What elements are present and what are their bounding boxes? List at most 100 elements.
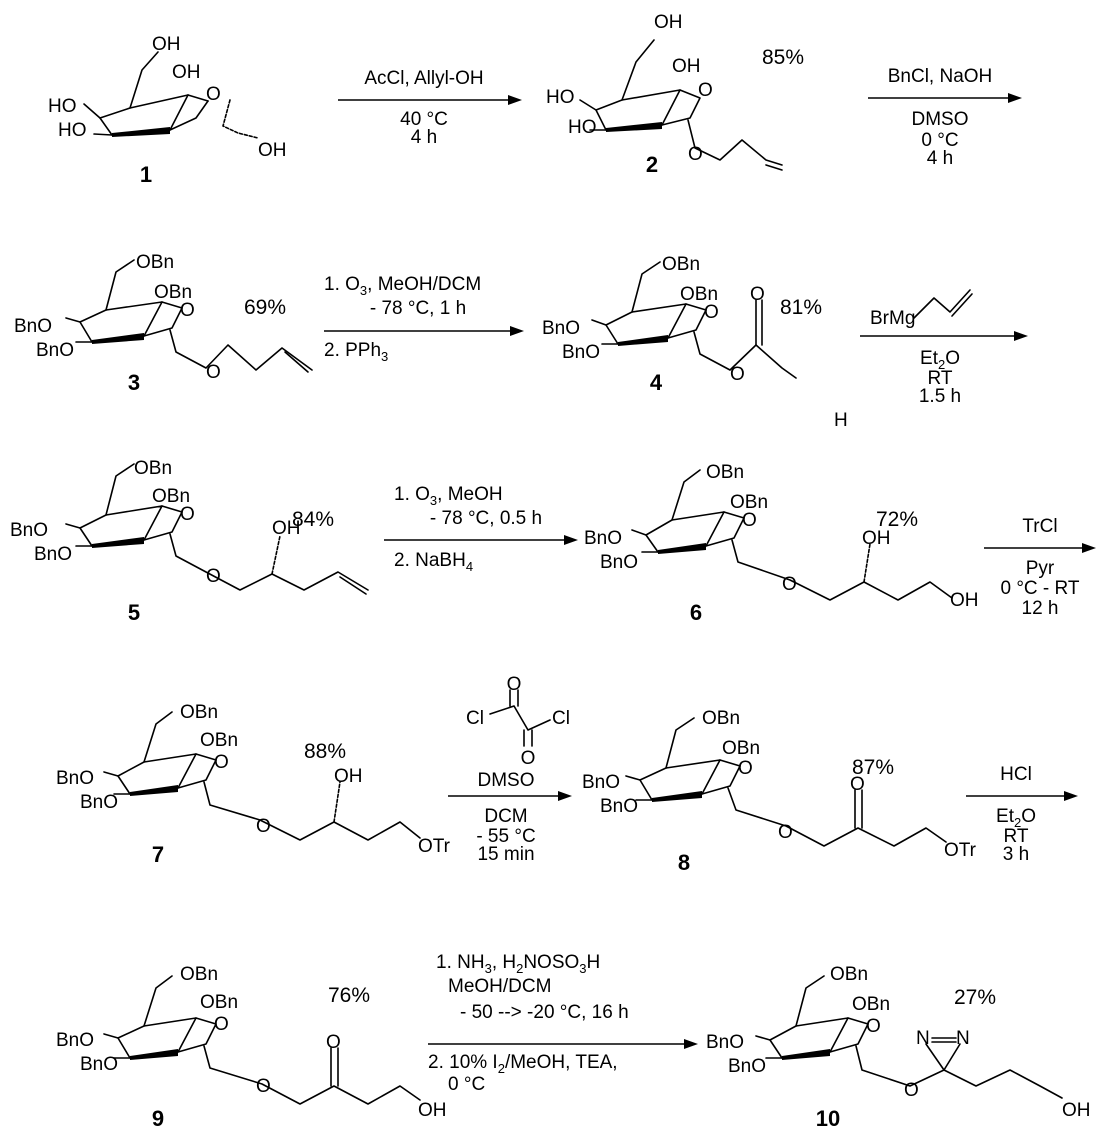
- c2-substituent: OBn: [200, 992, 238, 1013]
- glycoside-oxygen: O: [782, 574, 797, 595]
- c4-substituent: HO: [546, 87, 575, 108]
- yield: 72%: [876, 508, 918, 531]
- reaction-step-8: HCl Et2O RT 3 h: [966, 764, 1078, 865]
- terminal-group: OH: [950, 590, 979, 611]
- yield: 76%: [328, 984, 370, 1007]
- compound-3: OBn BnO BnO OBn O O 69% 3: [14, 252, 313, 395]
- compound-9: OBn BnO BnO OBn O O O OH 76% 9: [56, 964, 447, 1128]
- glycoside-oxygen: O: [206, 566, 221, 587]
- c4-substituent: BnO: [584, 528, 622, 549]
- step-4-temperature: RT: [928, 368, 953, 389]
- step-4-time: 1.5 h: [919, 386, 961, 407]
- step-1-temperature: 40 °C: [400, 109, 448, 130]
- step-7-activator: DMSO: [478, 770, 535, 791]
- step-7-solvent: DCM: [484, 806, 527, 827]
- ring-oxygen: O: [214, 1014, 229, 1035]
- compound-number: 9: [152, 1106, 164, 1128]
- step-6-temperature: 0 °C - RT: [1000, 578, 1079, 599]
- c4-substituent: BnO: [10, 520, 48, 541]
- c6-substituent: OBn: [662, 254, 700, 275]
- carbonyl-oxygen: O: [850, 774, 865, 795]
- oxalyl-chloride-structure: O O Cl Cl: [466, 674, 570, 769]
- glycoside-oxygen: O: [904, 1080, 919, 1101]
- ring-oxygen: O: [738, 758, 753, 779]
- step-2-temperature: 0 °C: [921, 130, 958, 151]
- step-8-solvent: Et2O: [996, 806, 1036, 830]
- terminal-group: OTr: [418, 836, 451, 857]
- compound-8: OBn BnO BnO OBn O O O OTr 87% 8: [582, 708, 977, 875]
- compound-number: 5: [128, 600, 140, 625]
- diazirine-nitrogen-left: N: [916, 1028, 930, 1049]
- ring-oxygen: O: [704, 302, 719, 323]
- c2-substituent: OH: [172, 62, 201, 83]
- c3-substituent: HO: [58, 120, 87, 141]
- c4-substituent: BnO: [56, 1030, 94, 1051]
- step-2-time: 4 h: [927, 148, 953, 169]
- c4-substituent: HO: [48, 96, 77, 117]
- compound-6: OBn BnO BnO OBn O O OH OH 72% 6: [584, 462, 979, 625]
- compound-2: OH HO HO OH O O 85% 2: [546, 12, 804, 177]
- c6-substituent: OBn: [706, 462, 744, 483]
- yield: 27%: [954, 986, 996, 1009]
- compound-number: 6: [690, 600, 702, 625]
- carbonyl-oxygen: O: [750, 284, 765, 305]
- yield: 87%: [852, 756, 894, 779]
- step-6-time: 12 h: [1022, 598, 1059, 619]
- compound-1: OH HO HO OH O OH 1: [48, 34, 287, 187]
- glycoside-oxygen: O: [256, 816, 271, 837]
- ring-oxygen: O: [698, 80, 713, 101]
- c6-substituent: OBn: [180, 702, 218, 723]
- anomeric-substituent: OH: [258, 140, 287, 161]
- c4-substituent: BnO: [706, 1032, 744, 1053]
- glycoside-oxygen: O: [206, 362, 221, 383]
- yield: 88%: [304, 740, 346, 763]
- c3-substituent: BnO: [728, 1056, 766, 1077]
- c3-substituent: BnO: [600, 552, 638, 573]
- step-1-reagent: AcCl, Allyl-OH: [364, 68, 483, 89]
- reaction-step-3: 1. O3, MeOH/DCM - 78 °C, 1 h 2. PPh3: [324, 274, 524, 364]
- hydroxyl: OH: [334, 766, 363, 787]
- step-9-reagent-2: 2. 10% I2/MeOH, TEA,: [428, 1052, 618, 1076]
- step-5-reagent-2: 2. NaBH4: [394, 550, 473, 574]
- step-9-solvent: MeOH/DCM: [448, 976, 551, 997]
- step-1-time: 4 h: [411, 127, 437, 148]
- c6-substituent: OBn: [180, 964, 218, 985]
- step-4-solvent: Et2O: [920, 348, 960, 372]
- yield: 84%: [292, 508, 334, 531]
- hydroxyl: OH: [272, 518, 301, 539]
- ring-oxygen: O: [180, 300, 195, 321]
- c2-substituent: OBn: [152, 486, 190, 507]
- reaction-step-6: TrCl Pyr 0 °C - RT 12 h: [984, 516, 1096, 619]
- terminal-group: OTr: [944, 840, 977, 861]
- step-8-time: 3 h: [1003, 844, 1029, 865]
- oxalyl-oxygen-bottom: O: [521, 748, 536, 769]
- reaction-step-9: 1. NH3, H2NOSO3H MeOH/DCM - 50 --> -20 °…: [428, 952, 698, 1095]
- c4-substituent: BnO: [56, 768, 94, 789]
- ring-oxygen: O: [206, 84, 221, 105]
- reaction-step-5: 1. O3, MeOH - 78 °C, 0.5 h 2. NaBH4: [384, 484, 578, 574]
- c4-substituent: BnO: [542, 318, 580, 339]
- allyl-group: [913, 289, 973, 319]
- step-5-reagent-1: 1. O3, MeOH: [394, 484, 503, 508]
- oxalyl-chlorine-right: Cl: [552, 708, 570, 729]
- c6-substituent: OBn: [134, 458, 172, 479]
- reaction-step-2: BnCl, NaOH DMSO 0 °C 4 h: [868, 66, 1022, 169]
- carbonyl-oxygen: O: [326, 1032, 341, 1053]
- ring-oxygen: O: [742, 510, 757, 531]
- ring-oxygen: O: [214, 752, 229, 773]
- c3-substituent: BnO: [562, 342, 600, 363]
- step-3-reagent-1: 1. O3, MeOH/DCM: [324, 274, 481, 298]
- yield: 69%: [244, 296, 286, 319]
- c3-substituent: BnO: [36, 340, 74, 361]
- compound-number: 8: [678, 850, 690, 875]
- c2-substituent: OH: [672, 56, 701, 77]
- compound-number: 1: [140, 162, 152, 187]
- c4-substituent: BnO: [14, 316, 52, 337]
- c2-substituent: OBn: [852, 994, 890, 1015]
- reaction-step-1: AcCl, Allyl-OH 40 °C 4 h: [338, 68, 522, 148]
- step-4-reagent: BrMg: [870, 308, 915, 329]
- yield: 85%: [762, 46, 804, 69]
- c3-substituent: BnO: [80, 792, 118, 813]
- ring-oxygen: O: [866, 1016, 881, 1037]
